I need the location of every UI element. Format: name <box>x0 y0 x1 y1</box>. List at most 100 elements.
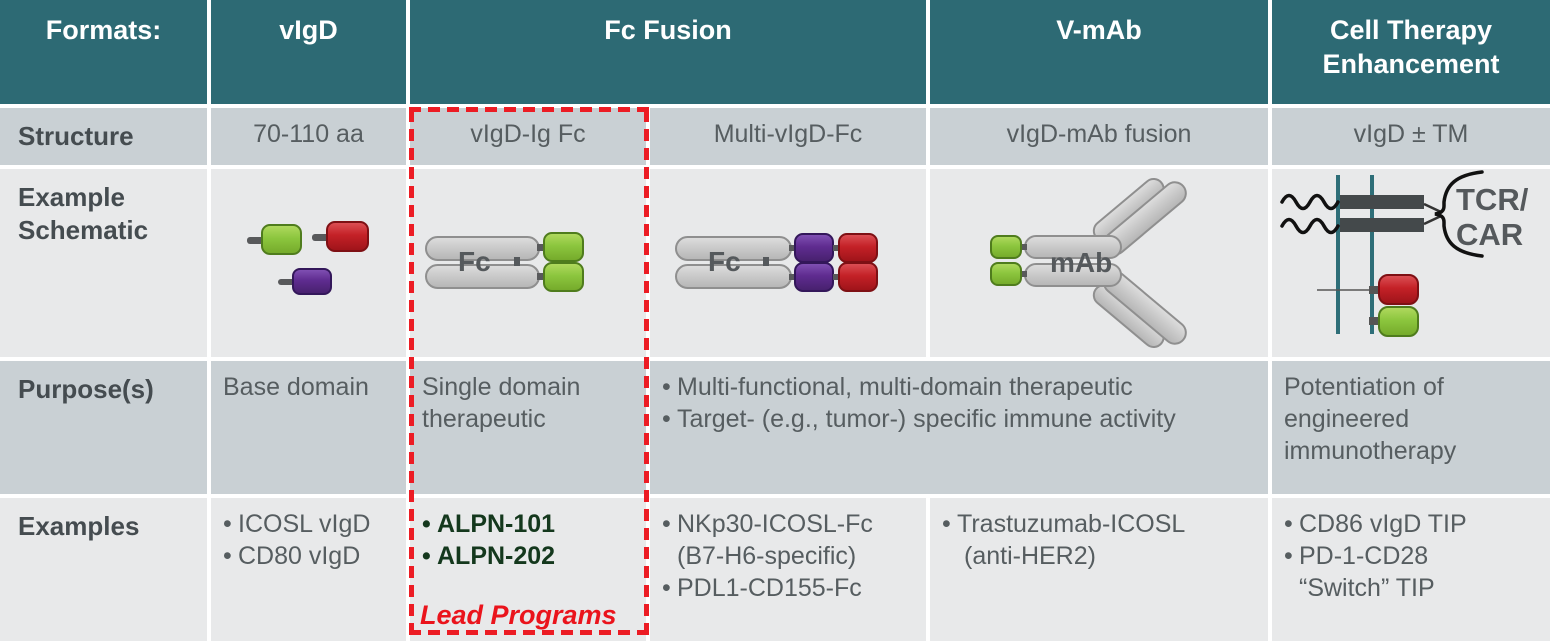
schematic-cell-fc-single: Fc <box>410 169 646 357</box>
red-domain-pill <box>1378 274 1419 305</box>
cell-therapy-schematic: TCR/ CAR <box>1280 170 1529 337</box>
domain-stub <box>1369 286 1379 294</box>
fc-single-schematic: Fc <box>425 232 584 292</box>
brace <box>1434 170 1484 258</box>
example-alpn-101: ALPN-101 <box>437 510 556 538</box>
example-item: •ICOSL vIgD <box>223 508 398 540</box>
header-cell-vigd: vIgD <box>211 0 406 104</box>
tcr-car-label-line1: TCR/ <box>1456 182 1529 217</box>
purpose-row-label: Purpose(s) <box>0 361 207 494</box>
hinge-tick <box>763 257 769 266</box>
fc-label: Fc <box>458 246 491 277</box>
bullet-marker: • <box>662 574 671 602</box>
purpose-bullet-line: •Target- (e.g., tumor-) specific immune … <box>662 403 1260 435</box>
domain-stub <box>833 274 841 280</box>
purple-domain-pill <box>794 262 834 292</box>
header-vmab-label: V-mAb <box>1056 15 1142 45</box>
connector-line <box>1423 214 1442 226</box>
domain-stub <box>247 237 264 244</box>
purpose-bullet-1: Multi-functional, multi-domain therapeut… <box>677 373 1133 401</box>
structure-vmab-text: vIgD-mAb fusion <box>1006 120 1192 148</box>
purpose-cell-therapy-text: Potentiation of engineered immunotherapy <box>1284 373 1457 465</box>
vmab-schematic: mAb <box>990 178 1187 348</box>
green-domain-pill <box>990 262 1022 286</box>
mab-label: mAb <box>1050 247 1112 278</box>
green-domain-pill <box>261 224 302 255</box>
header-cell-therapy-label: Cell Therapy Enhancement <box>1322 15 1500 79</box>
schematic-row-label: Example Schematic <box>0 169 207 357</box>
green-domain-pill <box>543 232 584 262</box>
bullet-marker: • <box>223 542 232 570</box>
purpose-cell-vigd: Base domain <box>211 361 406 494</box>
green-domain-pill <box>1378 306 1419 337</box>
examples-cell-fc-multi: • NKp30-ICOSL-Fc (B7-H6-specific) •PDL1-C… <box>650 498 926 641</box>
hinge-tick <box>514 257 520 266</box>
schematic-cell-vigd <box>211 169 406 357</box>
receptor-bar <box>1340 195 1424 209</box>
red-domain-pill <box>326 221 369 252</box>
tcr-car-label-line2: CAR <box>1456 217 1523 252</box>
bullet-marker: • <box>422 542 431 570</box>
purple-domain-pill <box>292 268 332 295</box>
example-item: •ALPN-101 <box>422 508 638 540</box>
purpose-fc-single-text: Single domain therapeutic <box>422 373 581 433</box>
domain-stub <box>1019 244 1027 250</box>
example-item: •PDL1-CD155-Fc <box>662 572 918 604</box>
bullet-marker: • <box>422 510 431 538</box>
structure-cell-cell-therapy: vIgD ± TM <box>1272 108 1550 165</box>
header-cell-formats: Formats: <box>0 0 207 104</box>
bullet-marker: • <box>662 405 671 433</box>
domain-stub <box>789 274 797 280</box>
domain-stub <box>312 234 329 241</box>
bullet-marker: • <box>942 510 951 538</box>
red-domain-pill <box>838 233 878 263</box>
header-cell-cell-therapy: Cell Therapy Enhancement <box>1272 0 1550 104</box>
bullet-marker: • <box>223 510 232 538</box>
bullet-marker: • <box>662 373 671 401</box>
domain-stub <box>1019 271 1027 277</box>
header-cell-vmab: V-mAb <box>930 0 1268 104</box>
example-pd1-cd28: PD-1-CD28 <box>1299 542 1429 570</box>
examples-label-text: Examples <box>18 511 140 541</box>
structure-cell-therapy-text: vIgD ± TM <box>1353 120 1469 148</box>
examples-cell-vigd: •ICOSL vIgD •CD80 vIgD <box>211 498 406 641</box>
examples-cell-fc-single: •ALPN-101 •ALPN-202 Lead Programs <box>410 498 646 641</box>
example-nkp30: NKp30-ICOSL-Fc <box>677 510 873 538</box>
examples-cell-vmab: •Trastuzumab-ICOSL (anti-HER2) <box>930 498 1268 641</box>
structure-fc-single-text: vIgD-Ig Fc <box>470 120 586 148</box>
examples-row-label: Examples <box>0 498 207 641</box>
connector-line <box>1423 202 1442 214</box>
header-vigd-label: vIgD <box>279 15 338 45</box>
purple-domain-pill <box>794 233 834 263</box>
example-item: •CD80 vIgD <box>223 540 398 572</box>
header-formats-label: Formats: <box>45 15 162 45</box>
domain-stub <box>1369 317 1379 325</box>
example-cd80-vigd: CD80 vIgD <box>238 542 361 570</box>
green-domain-pill <box>990 235 1022 259</box>
examples-cell-cell-therapy: •CD86 vIgD TIP •PD-1-CD28 “Switch” TIP <box>1272 498 1550 641</box>
header-fc-fusion-label: Fc Fusion <box>604 15 732 45</box>
schematic-cell-vmab: mAb <box>930 169 1268 357</box>
receptor-bar <box>1340 218 1424 232</box>
example-item: •ALPN-202 <box>422 540 638 572</box>
example-icosl-vigd: ICOSL vIgD <box>238 510 371 538</box>
bullet-marker: • <box>1284 542 1293 570</box>
domain-stub <box>833 245 841 251</box>
bullet-marker: • <box>1284 510 1293 538</box>
lead-programs-note: Lead Programs <box>420 600 617 630</box>
example-pdl1-cd155: PDL1-CD155-Fc <box>677 574 862 602</box>
fc-multi-schematic: Fc <box>675 233 878 292</box>
example-trastuzumab: Trastuzumab-ICOSL <box>957 510 1186 538</box>
vigd-schematic <box>247 221 369 295</box>
purpose-bullet-2: Target- (e.g., tumor-) specific immune a… <box>677 405 1176 433</box>
structure-vigd-text: 70-110 aa <box>253 120 364 148</box>
red-domain-pill <box>838 262 878 292</box>
structure-label-text: Structure <box>18 121 134 151</box>
purpose-bullet-line: •Multi-functional, multi-domain therapeu… <box>662 371 1260 403</box>
purpose-cell-cell-therapy: Potentiation of engineered immunotherapy <box>1272 361 1550 494</box>
example-item-continuation: (B7-H6-specific) <box>677 542 857 570</box>
purpose-cell-fc-single: Single domain therapeutic <box>410 361 646 494</box>
example-item-continuation: (anti-HER2) <box>964 542 1096 570</box>
schematic-cell-cell-therapy: TCR/ CAR <box>1272 169 1550 357</box>
